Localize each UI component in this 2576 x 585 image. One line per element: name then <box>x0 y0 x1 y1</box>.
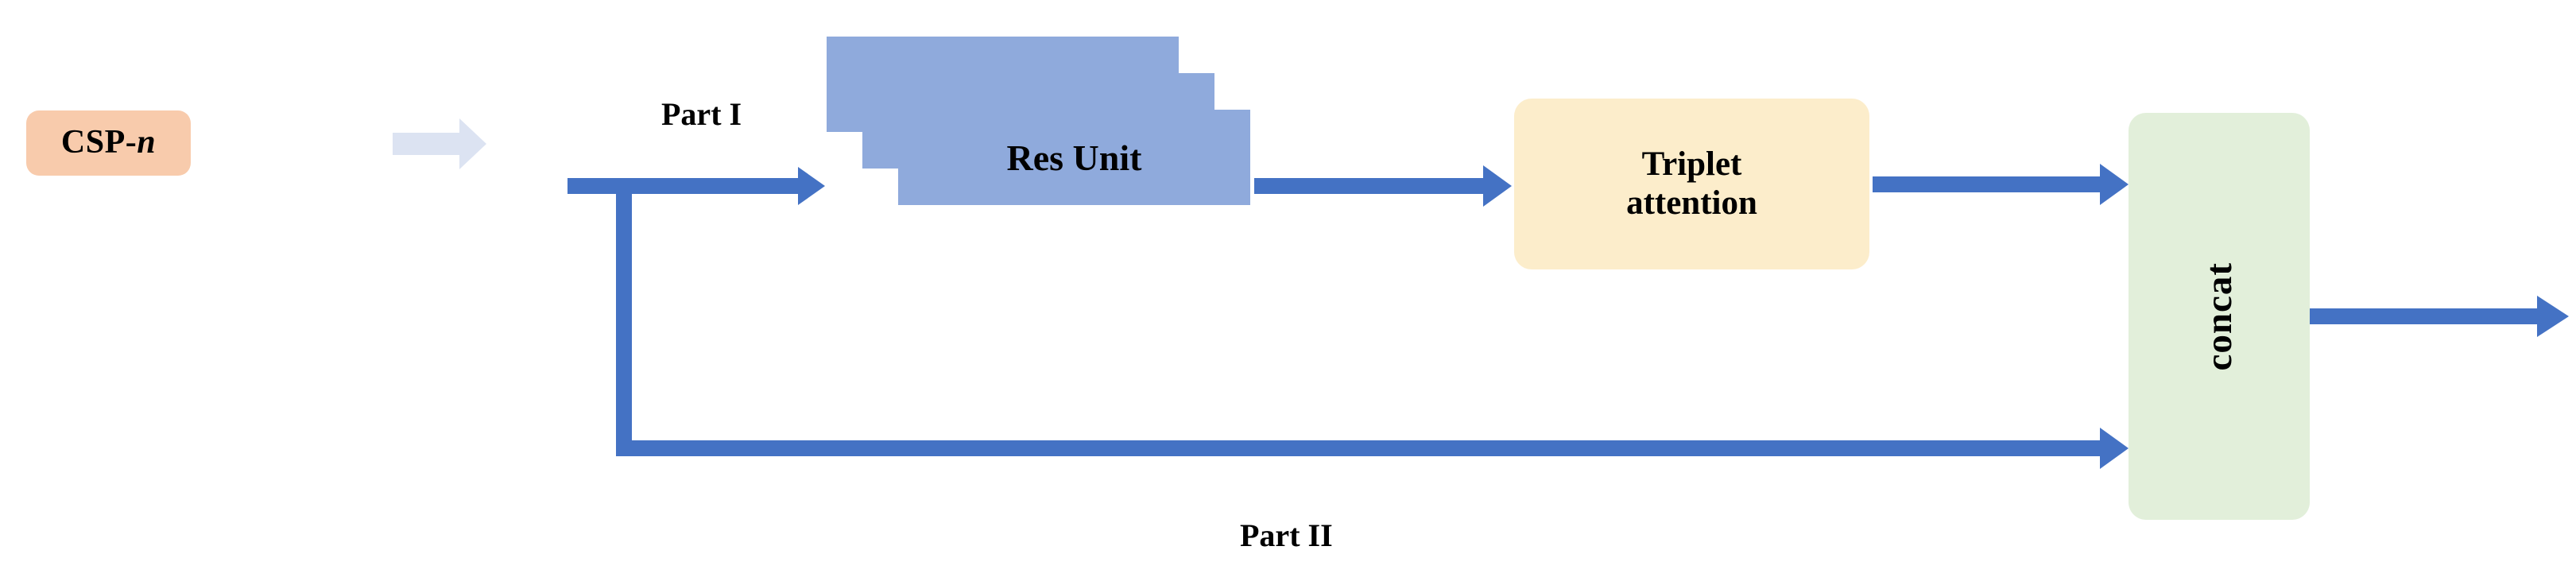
triplet-attention-node[interactable]: Triplet attention <box>1514 99 1869 269</box>
triplet-attention-label-line2: attention <box>1626 184 1757 222</box>
part-1-label: Part I <box>661 96 742 132</box>
triplet-to-concat-arrow <box>1873 164 2129 205</box>
concat-node[interactable]: concat <box>2129 113 2310 520</box>
res-unit-label: Res Unit <box>1006 137 1142 178</box>
csp-n-label: CSP-n <box>60 124 157 161</box>
trunk-split-line <box>567 178 2102 456</box>
part2-bypass-arrow <box>2100 428 2129 469</box>
csp-n-index: n <box>137 124 157 161</box>
res-unit-to-triplet-arrow <box>1254 165 1512 207</box>
csp-to-trunk-arrow <box>393 118 486 169</box>
res-unit-node[interactable]: Res Unit <box>898 110 1250 205</box>
part-2-label: Part II <box>1240 517 1333 553</box>
concat-label: concat <box>2198 262 2240 371</box>
concat-output-arrow <box>2310 296 2569 337</box>
triplet-attention-label-line1: Triplet <box>1641 145 1742 184</box>
csp-n-node[interactable]: CSP-n <box>26 110 191 176</box>
trunk-to-res-unit-arrow <box>798 167 825 205</box>
